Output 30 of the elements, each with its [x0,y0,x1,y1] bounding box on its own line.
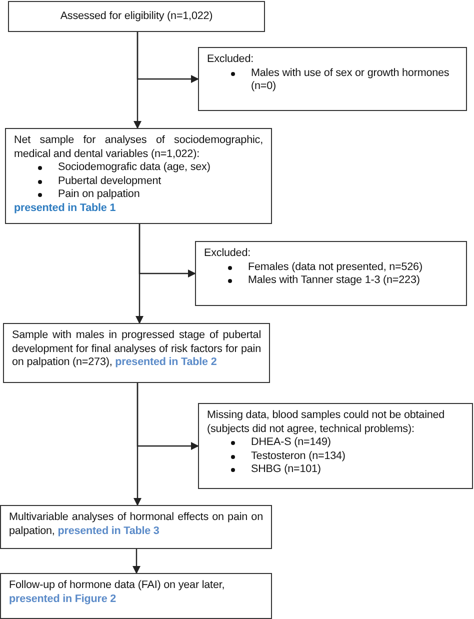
reference-text: presented in Table 1 [14,202,117,215]
heading-text: Excluded: [204,247,252,260]
bullet-item: Males with use of sex or growth hormones (n=0) [207,66,458,94]
heading-text: Net sample for analyses of sociodemographic, medical and dental variables (n=1,022): [14,134,263,161]
box-text: Assessed for eligibility (n=1,022) [59,10,214,24]
arrow [134,383,142,506]
heading-text: Excluded: [207,53,255,66]
arrow [134,32,142,129]
bullet-item: DHEA-S (n=149) [207,436,464,450]
process-box [0,573,272,619]
exclusion-box [195,241,467,306]
bullet-item: Pain on palpation [14,188,263,202]
exclusion-box [198,47,467,111]
arrow [136,224,144,324]
bullet-item: Testosteron (n=134) [207,450,464,463]
process-box [5,128,272,224]
box-text: Sample with males in progressed stage of pubertal development for final analyses of risk factors for pain on palpation (n=273), presented in Table 2 [12,329,261,370]
bullet-item: Females (data not presented, n=526) [204,260,458,274]
bullet-item: Males with Tanner stage 1-3 (n=223) [204,274,458,288]
process-box [0,505,272,549]
process-box [3,323,270,383]
bullet-item: SHBG (n=101) [207,463,464,476]
arrow [132,549,140,574]
bullet-item: Pubertal development [14,174,263,188]
box-text: Multivariable analyses of hormonal effects on pain on palpation, presented in Table 3 [9,511,263,538]
heading-text: Missing data, blood samples could not be obtained (subjects did not agree, technical problems): [207,409,446,436]
process-box [8,1,265,32]
exclusion-box [198,403,473,489]
bullet-item: Sociodemografic data (age, sex) [14,161,263,174]
box-text: Follow-up of hormone data (FAI) on year later, presented in Figure 2 [9,579,226,606]
